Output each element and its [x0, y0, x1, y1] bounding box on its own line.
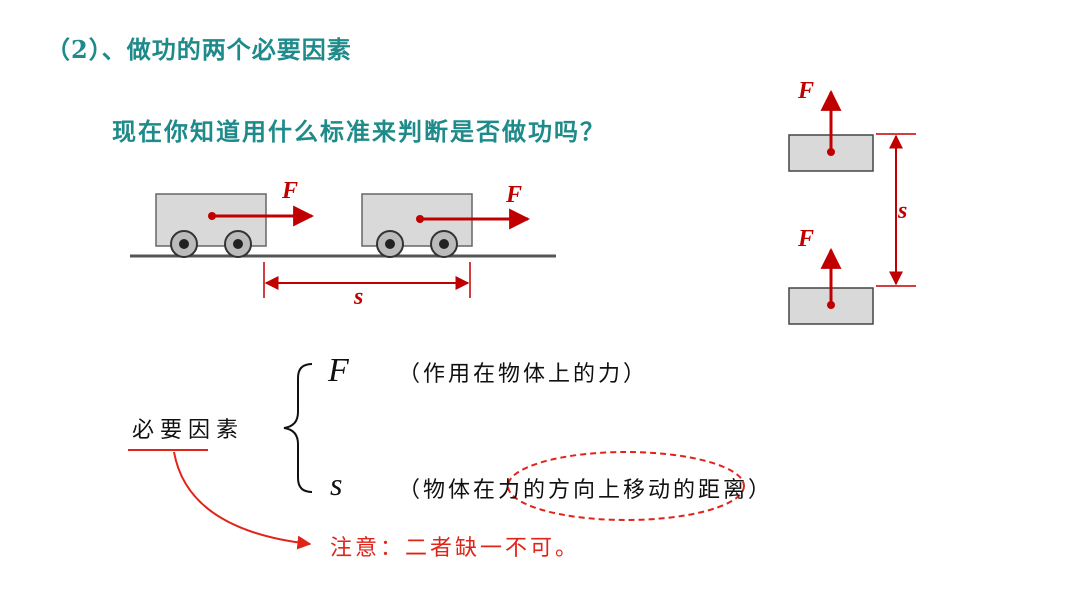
factors-label: 必要因素 [132, 418, 245, 443]
cart-distance-label: s [354, 284, 364, 310]
cart-1-wheel-right [224, 230, 252, 258]
cart-2-force-label: F [506, 182, 523, 208]
section-heading: （2）、做功的两个必要因素 [46, 35, 352, 64]
distance-symbol: s [330, 466, 343, 502]
question-text: 现在你知道用什么标准来判断是否做功吗？ [112, 117, 606, 146]
cart-1 [155, 193, 315, 258]
box-distance-label: s [898, 198, 908, 224]
box-bottom-force-label: F [798, 226, 815, 252]
cart-1-force-label: F [282, 178, 299, 204]
cart-2-wheel-left [376, 230, 404, 258]
force-description: （作用在物体上的力） [398, 362, 649, 387]
cart-2-wheel-right [430, 230, 458, 258]
cart-2 [361, 193, 531, 258]
emphasis-ellipse [507, 451, 745, 521]
box-top-force-label: F [798, 78, 815, 104]
factors-brace [283, 363, 313, 493]
distance-description: （物体在力的方向上移动的距离） [398, 478, 774, 503]
note-pointer-arrow [173, 451, 312, 550]
note-text: 注意：二者缺一不可。 [330, 536, 581, 561]
force-symbol: F [328, 352, 349, 389]
cart-1-wheel-left [170, 230, 198, 258]
